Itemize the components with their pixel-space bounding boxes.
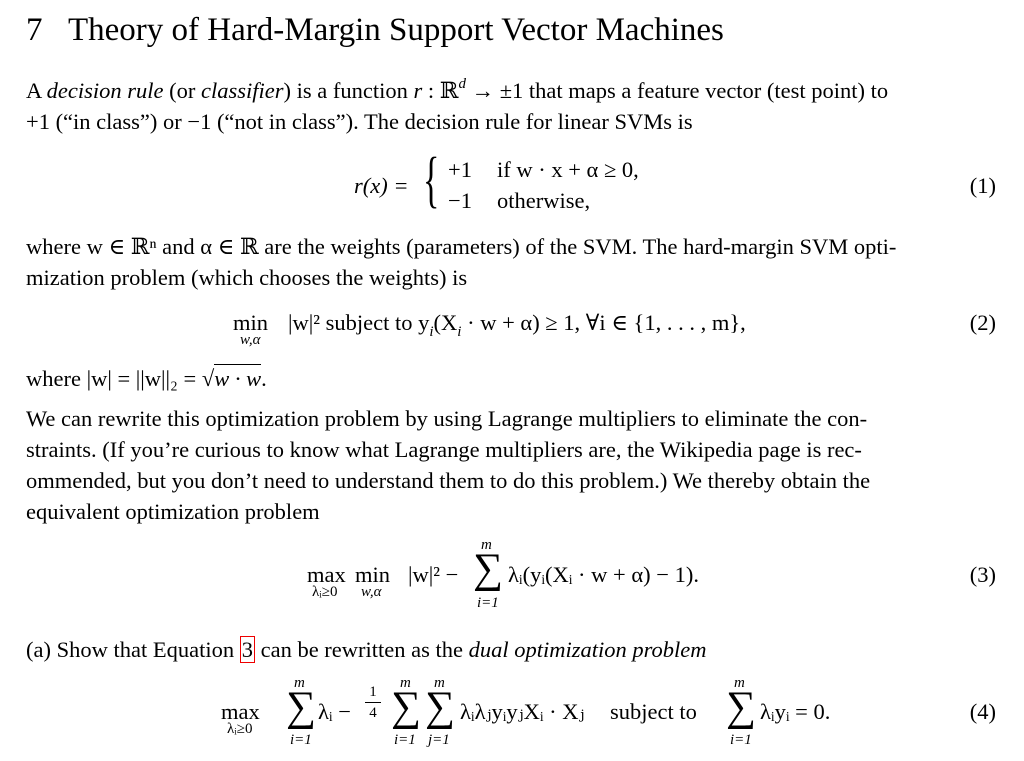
eq4-number: (4) (969, 699, 996, 724)
eq4-summation1-icon: ∑ (286, 684, 316, 730)
eq4-summation2-icon: ∑ (391, 684, 421, 730)
eq1-lhs: r(x) = (354, 173, 409, 198)
eq4-sum2-upper: m (400, 675, 411, 691)
eq4-sum1-upper: m (294, 675, 305, 691)
eq4-fraction: 1 4 (364, 682, 382, 723)
eq4-sum3-lower: j=1 (428, 732, 450, 748)
paragraph-weights-line2: mization problem (which chooses the weig… (26, 265, 468, 290)
eq3-sum-lower: i=1 (477, 595, 499, 611)
eq4-sum1-lower: i=1 (290, 732, 312, 748)
paragraph-lagrange-line4: equivalent optimization problem (26, 499, 320, 524)
paragraph-lagrange-line2: straints. (If you’re curious to know wha… (26, 437, 862, 462)
eq2-min: min (233, 310, 269, 335)
eq1-brace: { (423, 146, 440, 214)
paragraph-lagrange-line1: We can rewrite this optimization problem… (26, 406, 868, 431)
eq3-pre: |w|² − (408, 562, 459, 587)
section-number: 7 (26, 12, 43, 48)
section-title: 7 Theory of Hard-Margin Support Vector Ma… (26, 8, 724, 52)
paragraph-norm-definition: where |w| = ||w||₂ = √w · w. (26, 364, 267, 391)
term-dual-problem: dual optimization problem (468, 637, 707, 662)
eq2-number: (2) (969, 310, 996, 335)
eq3-min-subscript: w,α (361, 584, 382, 600)
paragraph-intro-line1: A decision rule (or classifier) is a fun… (26, 76, 889, 103)
eq4-sum3-upper: m (434, 675, 445, 691)
eq4-term1: λᵢ − (318, 699, 351, 724)
eq4-sum2-lower: i=1 (394, 732, 416, 748)
paragraph-weights-line1: where w ∈ ℝⁿ and α ∈ ℝ are the weights (… (26, 234, 897, 259)
eq4-sum4-upper: m (734, 675, 745, 691)
eq3-max-subscript: λᵢ≥0 (312, 584, 338, 600)
eq4-sum4-lower: i=1 (730, 732, 752, 748)
function-signature: r : ℝd → ±1 (413, 76, 524, 103)
equation-reference-link[interactable]: 3 (239, 636, 255, 663)
eq3-max: max (307, 562, 346, 587)
section-title-text: Theory of Hard-Margin Support Vector Mac… (68, 12, 724, 48)
eq1-case2-value: −1 (448, 188, 472, 213)
eq1-case1-condition: if w · x + α ≥ 0, (497, 157, 639, 182)
paragraph-lagrange: We can rewrite this optimization problem… (26, 403, 996, 527)
eq4-summation3-icon: ∑ (425, 684, 455, 730)
paragraph-intro-line2: +1 (“in class”) or −1 (“not in class”). … (26, 109, 693, 134)
eq1-case1-value: +1 (448, 157, 472, 182)
term-classifier: classifier (201, 78, 284, 103)
eq4-max: max (221, 699, 260, 724)
part-a: (a) Show that Equation 3 can be rewritte… (26, 636, 707, 663)
eq4-max-subscript: λᵢ≥0 (227, 721, 253, 737)
eq4-summation4-icon: ∑ (726, 684, 756, 730)
eq3-min: min (355, 562, 391, 587)
eq3-summation-icon: ∑ (473, 546, 503, 592)
eq3-number: (3) (969, 562, 996, 587)
eq3-post: λᵢ(yᵢ(Xᵢ · w + α) − 1). (508, 562, 699, 587)
term-decision-rule: decision rule (46, 78, 164, 103)
eq4-subject-to: subject to (610, 699, 697, 724)
eq4-term2: λᵢλⱼyᵢyⱼXᵢ · Xⱼ (460, 699, 585, 724)
eq3-sum-upper: m (481, 537, 492, 553)
paragraph-lagrange-line3: ommended, but you don’t need to understa… (26, 468, 871, 493)
part-a-label: (a) (26, 637, 51, 662)
eq2-min-subscript: w,α (240, 332, 261, 348)
eq2-objective: |w|² subject to yi(Xi · w + α) ≥ 1, ∀i ∈… (288, 310, 746, 340)
eq4-term3: λᵢyᵢ = 0. (760, 699, 831, 724)
eq1-case2-condition: otherwise, (497, 188, 591, 213)
eq1-number: (1) (969, 173, 996, 198)
